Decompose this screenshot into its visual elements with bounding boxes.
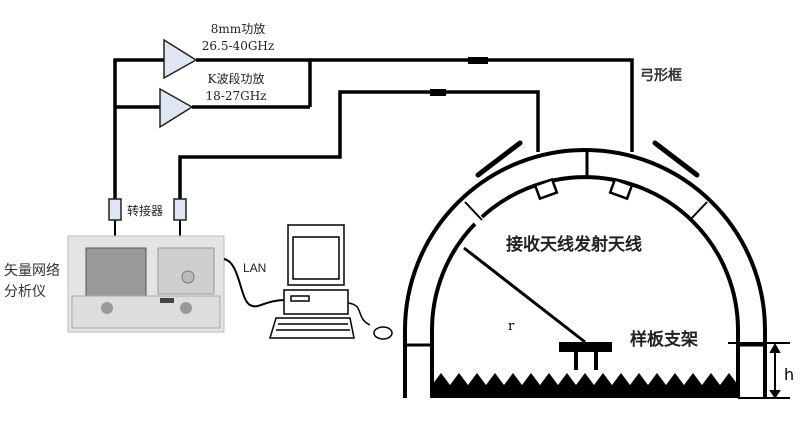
height-dimension	[728, 342, 790, 399]
slide-arrow-right-icon	[652, 140, 700, 178]
sample-holder-label: 样板支架	[630, 329, 698, 350]
antenna-label: 接收天线发射天线	[506, 234, 642, 255]
slide-arrow-left-icon	[475, 140, 523, 178]
absorber-floor	[432, 373, 738, 398]
arch-frame-label: 弓形框	[640, 67, 682, 84]
lan-cable	[223, 258, 286, 308]
vector-network-analyzer-icon	[67, 235, 225, 333]
adapter-icon	[108, 198, 122, 221]
receive-antenna-icon	[533, 177, 559, 201]
cable-receive-path	[178, 89, 540, 200]
sample-holder-icon	[559, 342, 612, 370]
radius-line	[463, 246, 586, 344]
amplifier-8mm-icon	[163, 38, 198, 80]
amp-k-band-band: 18-27GHz	[206, 89, 267, 103]
radius-label: r	[508, 319, 515, 334]
amp-k-band-name: K波段功放	[208, 71, 265, 86]
lan-label: LAN	[243, 261, 266, 275]
amp-8mm-name: 8mm功放	[211, 21, 265, 36]
vna-label-line2: 分析仪	[4, 284, 46, 300]
amplifier-k-band-icon	[159, 87, 194, 129]
cable-8mm-path	[113, 57, 634, 200]
arch-frame	[403, 148, 767, 398]
adapter-icon	[173, 198, 187, 221]
adapter-label: 转接器	[127, 203, 163, 218]
height-label: h	[784, 365, 794, 384]
vna-label-line1: 矢量网络	[4, 263, 60, 279]
computer-icon	[268, 224, 393, 340]
amp-8mm-band: 26.5-40GHz	[202, 39, 274, 53]
transmit-antenna-icon	[608, 177, 634, 201]
